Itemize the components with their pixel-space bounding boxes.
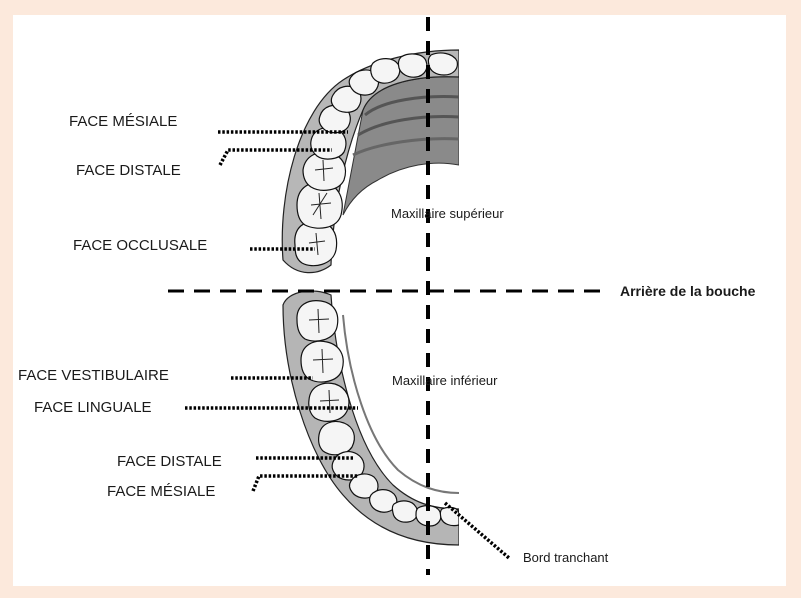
label-back-of-mouth: Arrière de la bouche — [620, 283, 756, 299]
label-lower-linguale: FACE LINGUALE — [34, 399, 152, 416]
label-lower-distale: FACE DISTALE — [117, 453, 222, 470]
label-incisal-edge: Bord tranchant — [523, 550, 609, 565]
label-lower-mesiale: FACE MÉSIALE — [107, 483, 215, 500]
label-lower-jaw: Maxillaire inférieur — [392, 373, 498, 388]
diagram-canvas: FACE MÉSIALE FACE DISTALE FACE OCCLUSALE… — [13, 15, 786, 586]
lower-jaw-arch — [283, 291, 459, 545]
label-upper-jaw: Maxillaire supérieur — [391, 206, 504, 221]
label-upper-mesiale: FACE MÉSIALE — [69, 113, 177, 130]
dental-arch-diagram: FACE MÉSIALE FACE DISTALE FACE OCCLUSALE… — [13, 15, 786, 586]
dental-arch-drawing — [282, 50, 459, 545]
label-lower-vestibulaire: FACE VESTIBULAIRE — [18, 367, 169, 384]
label-upper-distale: FACE DISTALE — [76, 162, 181, 179]
label-upper-occlusale: FACE OCCLUSALE — [73, 237, 207, 254]
upper-jaw-arch — [282, 50, 459, 273]
lower-teeth — [297, 301, 459, 526]
